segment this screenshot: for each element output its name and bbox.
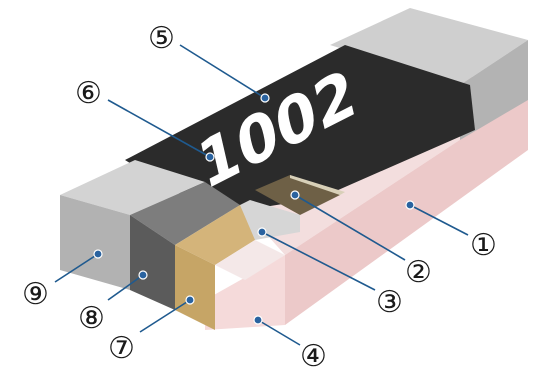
leader-4 <box>257 319 301 346</box>
left-terminal-nickel-top <box>130 182 240 245</box>
leader-5 <box>179 44 266 99</box>
leader-6 <box>107 99 211 158</box>
left-terminal-barrier-top <box>175 205 255 265</box>
callout-9: ⑨ <box>22 277 49 312</box>
callout-4: ④ <box>300 339 327 374</box>
protective-coating <box>125 45 475 215</box>
dot-2 <box>290 190 300 200</box>
callout-8: ⑧ <box>78 301 105 336</box>
leader-9 <box>54 253 99 283</box>
dot-9 <box>93 249 103 259</box>
callout-1: ① <box>470 228 497 263</box>
dot-6 <box>205 152 215 162</box>
resistive-film-edge <box>290 175 345 195</box>
leader-8 <box>107 274 144 301</box>
leader-3 <box>261 231 376 291</box>
dot-7 <box>185 295 195 305</box>
left-terminal-outer-top <box>60 160 205 215</box>
substrate-front-bottom-edge <box>205 255 285 330</box>
leader-1 <box>409 204 469 236</box>
callout-2: ② <box>405 255 432 290</box>
dot-5 <box>260 93 270 103</box>
leader-2 <box>294 194 406 261</box>
left-terminal-outer-front <box>60 195 130 290</box>
leader-7 <box>139 299 191 333</box>
dot-4 <box>253 315 263 325</box>
bottom-electrode-strip <box>215 240 285 280</box>
callout-6: ⑥ <box>75 76 102 111</box>
left-terminal-nickel-front <box>130 215 175 310</box>
dot-1 <box>405 200 415 210</box>
callout-7: ⑦ <box>108 331 135 366</box>
substrate-front-face <box>285 95 528 325</box>
callout-5: ⑤ <box>148 21 175 56</box>
dot-3 <box>257 227 267 237</box>
dot-8 <box>138 270 148 280</box>
right-terminal-top <box>330 8 528 85</box>
right-terminal-front <box>460 40 528 140</box>
left-terminal-barrier-front <box>175 245 215 330</box>
callout-3: ③ <box>376 285 403 320</box>
